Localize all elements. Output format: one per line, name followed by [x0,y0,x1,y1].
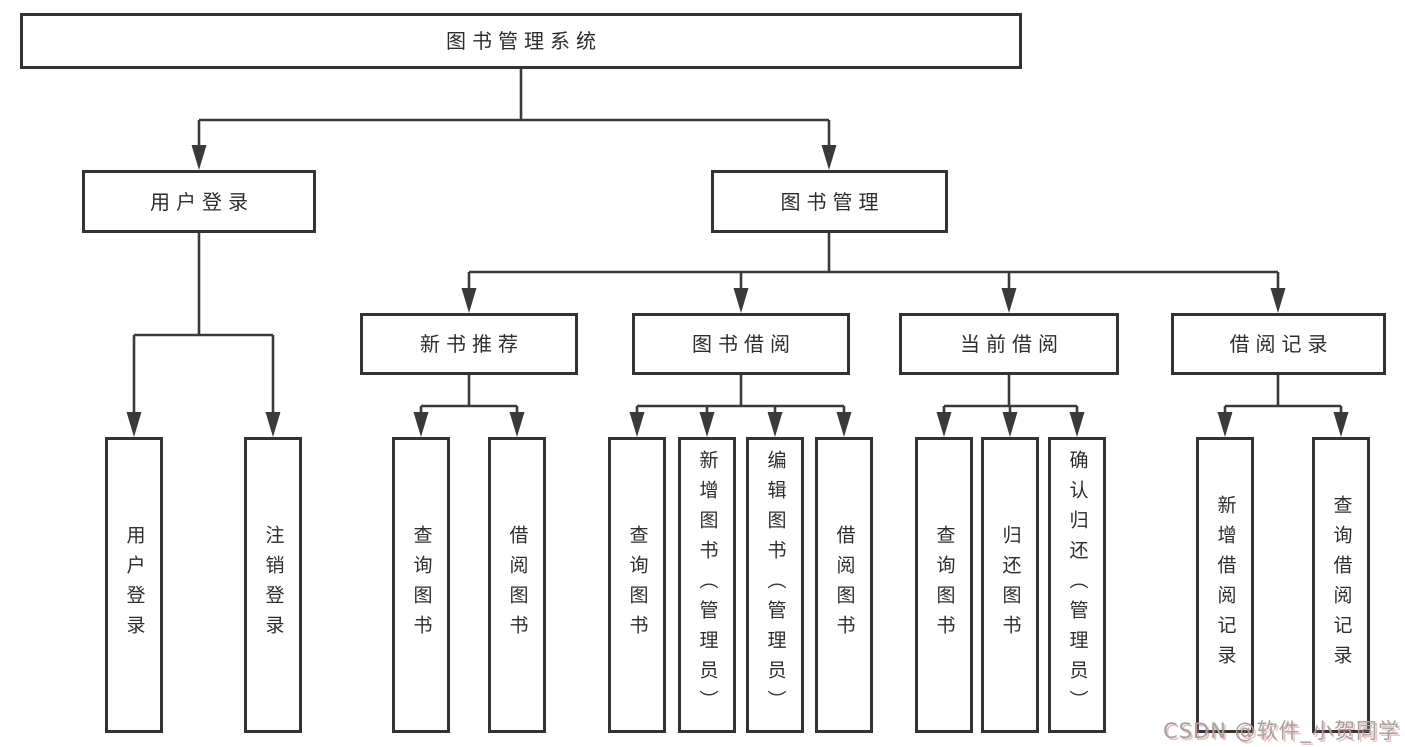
leaf-bb-query-book-label: 查询图书 [626,525,649,645]
arrowhead [1069,412,1085,437]
leaf-nb-borrow-book-label: 借阅图书 [506,525,529,645]
leaf-nb-query-book-label: 查询图书 [410,525,433,645]
node-book-management: 图书管理 [711,170,948,233]
leaf-user-login: 用户登录 [105,437,163,733]
leaf-bb-query-book: 查询图书 [608,437,666,733]
arrowhead [629,412,645,437]
leaf-br-query-record-label: 查询借阅记录 [1330,495,1353,675]
node-book-management-label: 图书管理 [780,189,885,214]
arrowhead [509,412,525,437]
arrowhead [1001,288,1017,313]
leaf-bb-borrow-book-label: 借阅图书 [833,525,856,645]
arrowhead [821,145,837,170]
arrowhead [413,412,429,437]
node-book-borrow-label: 图书借阅 [692,332,796,356]
leaf-cb-query-book: 查询图书 [915,437,973,733]
connector-book-borrow-to-leaves [635,375,846,413]
arrowhead [1333,412,1349,437]
leaf-logout: 注销登录 [244,437,302,733]
node-new-book-recommend: 新书推荐 [360,313,578,375]
node-book-borrow: 图书借阅 [632,313,850,375]
arrowhead [836,412,852,437]
arrowhead [191,145,207,170]
node-current-borrow: 当前借阅 [899,313,1119,375]
arrowhead [936,412,952,437]
node-current-borrow-label: 当前借阅 [960,332,1064,356]
arrowhead [767,412,783,437]
arrowhead [126,412,142,437]
leaf-cb-confirm-return-admin: 确认归还（管理员） [1048,437,1106,733]
node-root: 图书管理系统 [20,13,1022,69]
node-root-label: 图书管理系统 [446,29,602,53]
leaf-cb-return-book: 归还图书 [981,437,1039,733]
arrowhead [1270,288,1286,313]
arrowhead [1002,412,1018,437]
node-new-book-recommend-label: 新书推荐 [420,332,524,356]
leaf-user-login-label: 用户登录 [123,525,146,645]
leaf-nb-query-book: 查询图书 [392,437,450,733]
leaf-bb-add-book-admin-label: 新增图书（管理员） [696,450,719,720]
arrowhead [699,412,715,437]
leaf-br-add-record: 新增借阅记录 [1196,437,1254,733]
csdn-watermark: CSDN @软件_小贺同学 [1162,719,1400,743]
node-user-login-label: 用户登录 [150,189,254,214]
leaf-cb-query-book-label: 查询图书 [933,525,956,645]
leaf-bb-edit-book-admin-label: 编辑图书（管理员） [764,450,787,720]
leaf-bb-add-book-admin: 新增图书（管理员） [678,437,736,733]
leaf-cb-return-book-label: 归还图书 [999,525,1022,645]
connector-root-to-level2 [197,69,831,146]
arrowhead [733,288,749,313]
connector-borrow-records-to-leaves [1223,375,1343,413]
arrowheads [126,145,1349,437]
connector-user-login-to-leaves [132,233,275,413]
node-user-login: 用户登录 [82,170,316,233]
leaf-bb-borrow-book: 借阅图书 [815,437,873,733]
leaf-nb-borrow-book: 借阅图书 [488,437,546,733]
leaf-bb-edit-book-admin: 编辑图书（管理员） [746,437,804,733]
leaf-logout-label: 注销登录 [262,525,285,645]
connector-new-book-recommend-to-leaves [419,375,519,413]
leaf-cb-confirm-return-admin-label: 确认归还（管理员） [1066,450,1089,720]
node-borrow-records: 借阅记录 [1171,313,1386,375]
leaf-br-query-record: 查询借阅记录 [1312,437,1370,733]
node-borrow-records-label: 借阅记录 [1229,332,1334,356]
leaf-br-add-record-label: 新增借阅记录 [1214,495,1237,675]
arrowhead [461,288,477,313]
connector-book-management-to-level3 [467,233,1280,289]
arrowhead [1217,412,1233,437]
connector-current-borrow-to-leaves [942,375,1079,413]
arrowhead [265,412,281,437]
